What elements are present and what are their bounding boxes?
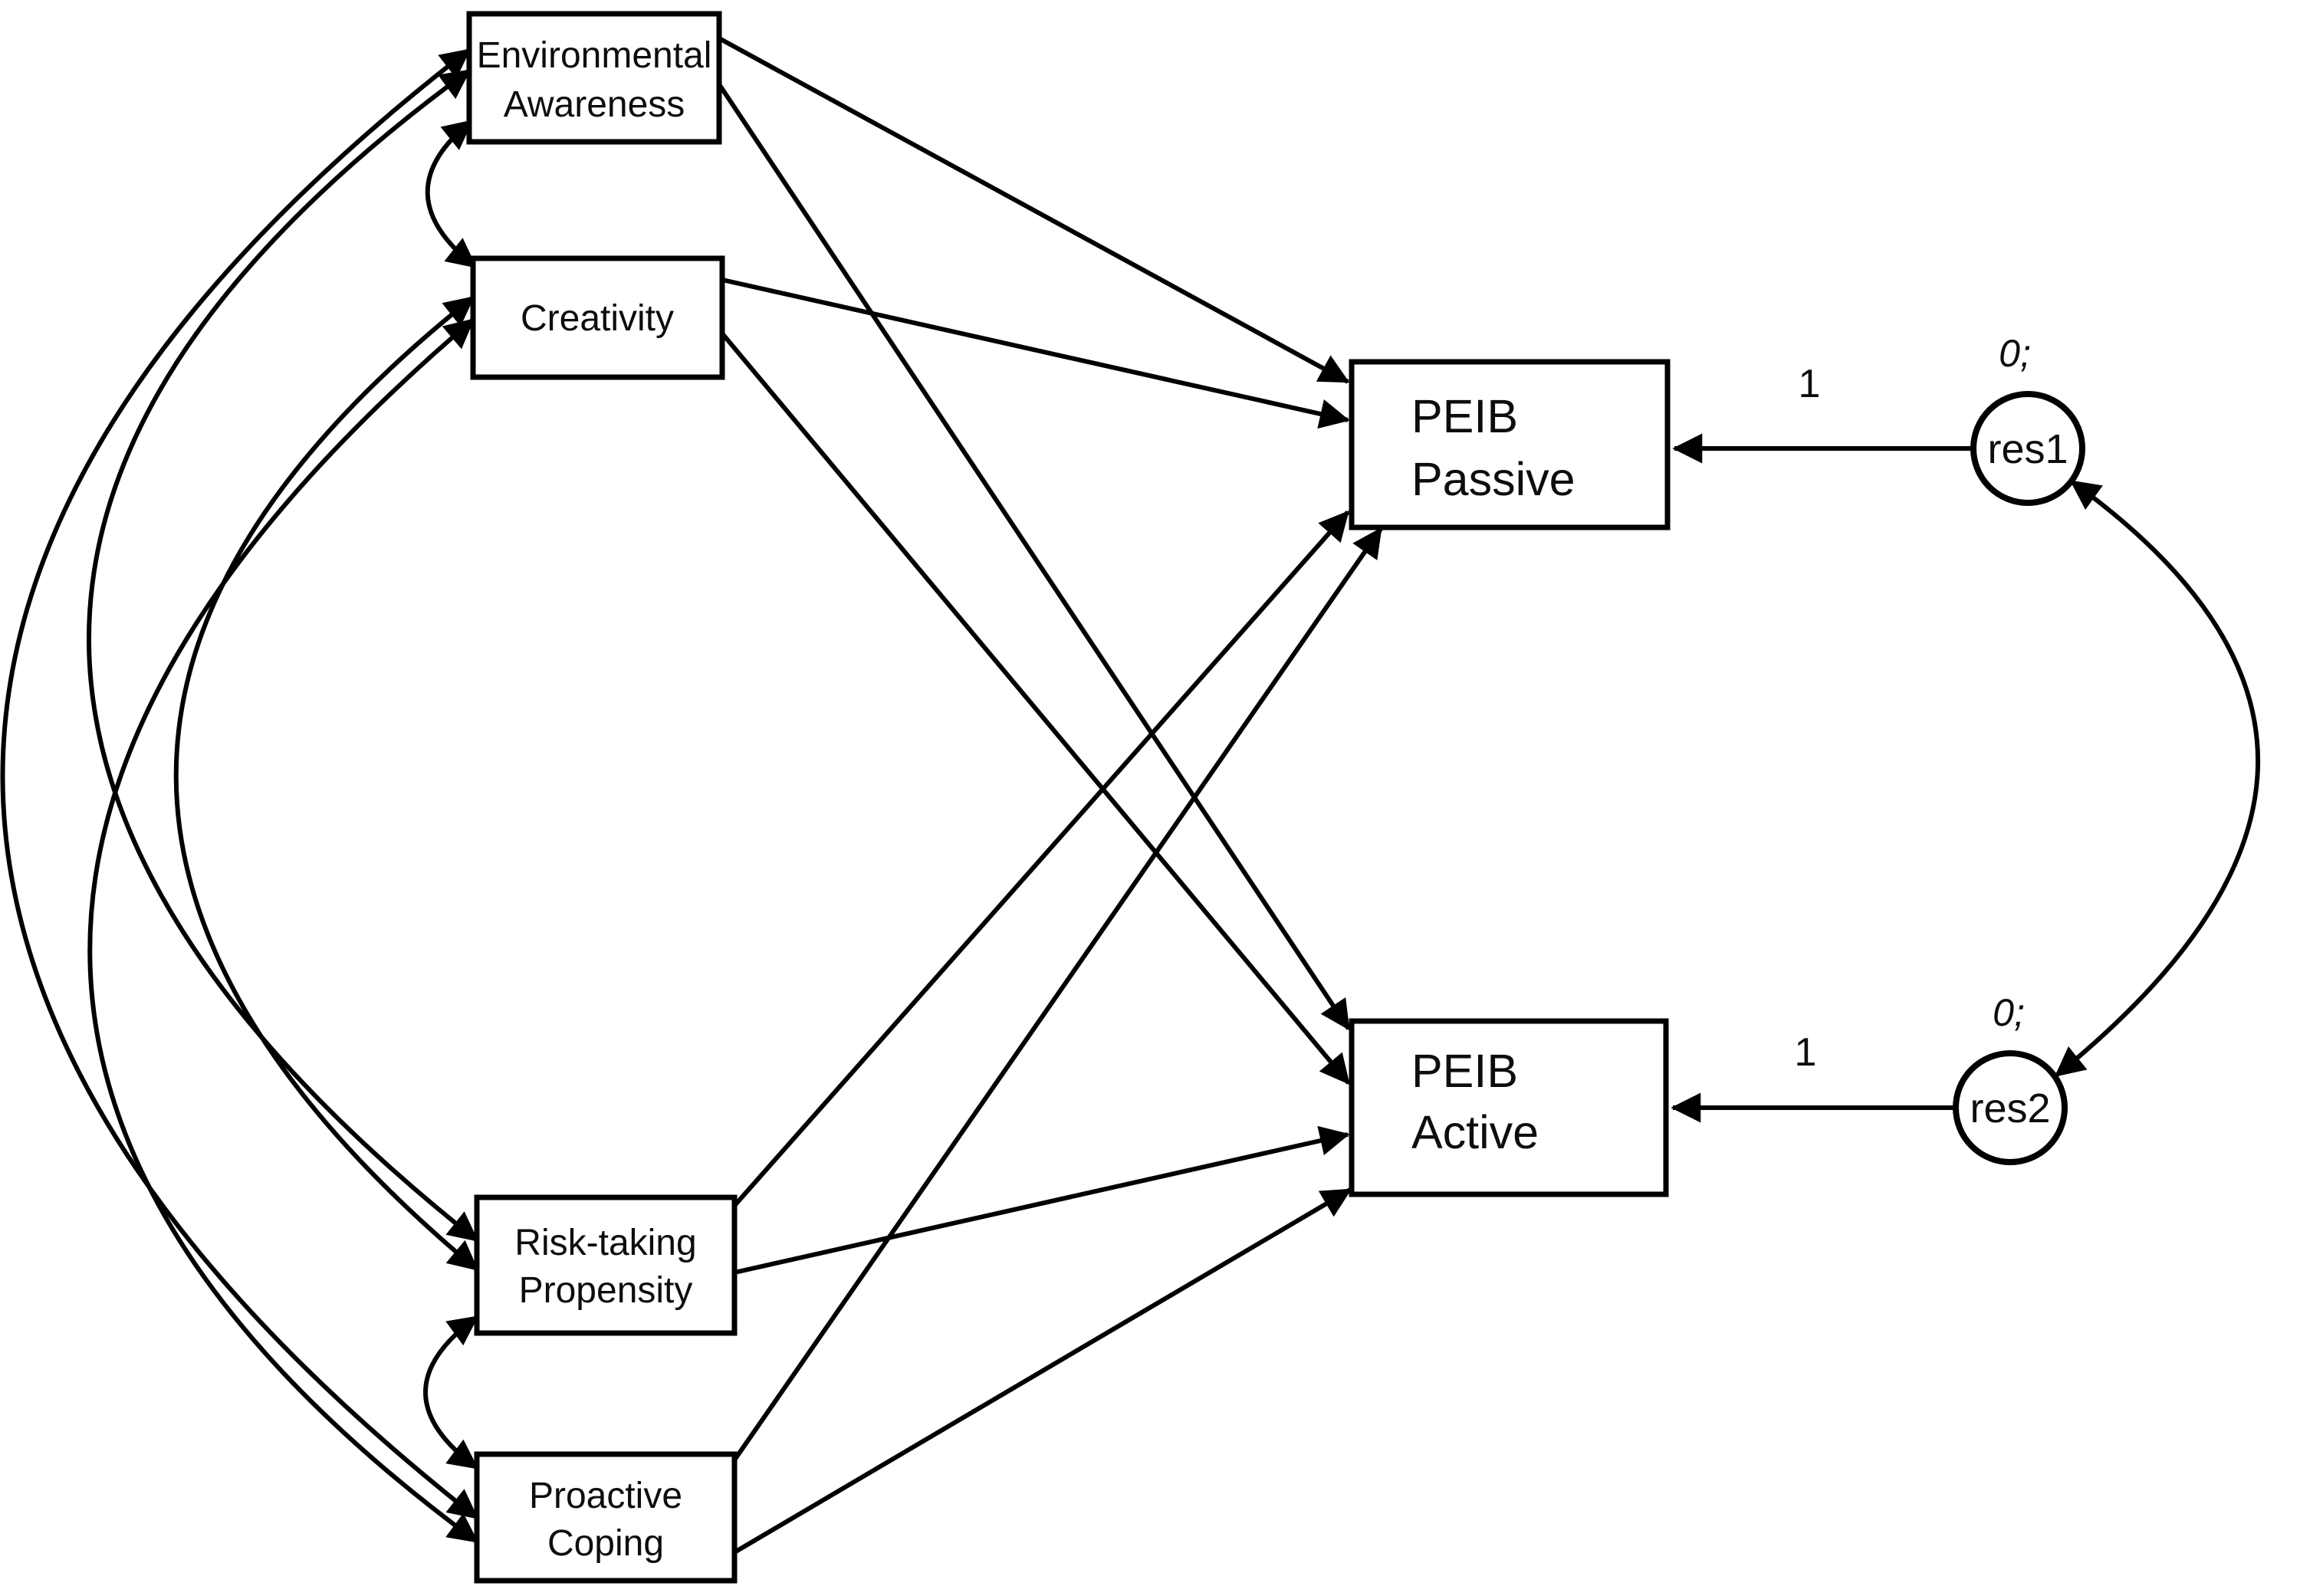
- peib-active-label-line2: Active: [1411, 1106, 1539, 1158]
- risk-taking-propensity-box: [474, 1194, 738, 1336]
- peib-active-label-line1: PEIB: [1411, 1045, 1518, 1097]
- covariance-arc-risktaking-proactivecoping: [423, 1315, 479, 1470]
- peib-active-box: [1349, 1018, 1669, 1197]
- covariance-arc-creativity-risktaking: [173, 295, 479, 1272]
- environmental-awareness-label-line2: Awareness: [504, 84, 685, 125]
- res1-variance-label: 0;: [1999, 332, 2031, 375]
- path-risktaking-to-peibpassive: [731, 510, 1350, 1209]
- creativity-box: [470, 255, 725, 380]
- path-risktaking-to-peibactive: [734, 1125, 1350, 1275]
- node-creativity: Creativity: [470, 255, 725, 380]
- path-envawareness-to-peibactive: [717, 83, 1351, 1031]
- path-creativity-to-peibpassive: [721, 277, 1350, 429]
- creativity-label: Creativity: [521, 298, 674, 339]
- proactive-coping-label-line1: Proactive: [529, 1476, 682, 1516]
- peib-passive-box: [1349, 359, 1671, 530]
- res2-label: res2: [1970, 1085, 2050, 1131]
- environmental-awareness-box: [466, 11, 722, 145]
- node-peib-active: PEIB Active: [1349, 1018, 1669, 1197]
- path-proactivecoping-to-peibactive: [733, 1187, 1352, 1555]
- node-environmental-awareness: Environmental Awareness: [466, 11, 722, 145]
- covariance-arc-envawareness-proactivecoping: [0, 48, 479, 1520]
- node-risk-taking-propensity: Risk-taking Propensity: [474, 1194, 738, 1336]
- peib-passive-label-line1: PEIB: [1411, 390, 1518, 442]
- res2-path-weight-label: 1: [1795, 1030, 1817, 1075]
- proactive-coping-label-line2: Coping: [547, 1523, 664, 1564]
- res2-variance-label: 0;: [1993, 991, 2025, 1034]
- environmental-awareness-label-line1: Environmental: [477, 35, 712, 76]
- path-proactivecoping-to-peibpassive: [731, 527, 1383, 1463]
- peib-passive-label-line2: Passive: [1411, 453, 1576, 505]
- path-envawareness-to-peibpassive: [718, 36, 1350, 384]
- covariance-arc-res1-res2: [2054, 479, 2260, 1078]
- risk-taking-propensity-label-line2: Propensity: [519, 1270, 693, 1311]
- node-peib-passive: PEIB Passive: [1349, 359, 1671, 530]
- node-res1: res1 0;: [1970, 332, 2085, 506]
- risk-taking-propensity-label-line1: Risk-taking: [514, 1223, 696, 1263]
- proactive-coping-box: [474, 1451, 738, 1584]
- covariance-arc-envawareness-risktaking: [87, 68, 479, 1243]
- path-creativity-to-peibactive: [720, 332, 1351, 1085]
- res1-label: res1: [1987, 426, 2068, 472]
- node-res2: res2 0;: [1953, 991, 2068, 1165]
- res1-path-weight-label: 1: [1799, 362, 1821, 406]
- node-proactive-coping: Proactive Coping: [474, 1451, 738, 1584]
- res1-circle: [1970, 391, 2085, 506]
- res2-circle: [1953, 1050, 2068, 1165]
- covariance-arc-creativity-proactivecoping: [87, 317, 479, 1544]
